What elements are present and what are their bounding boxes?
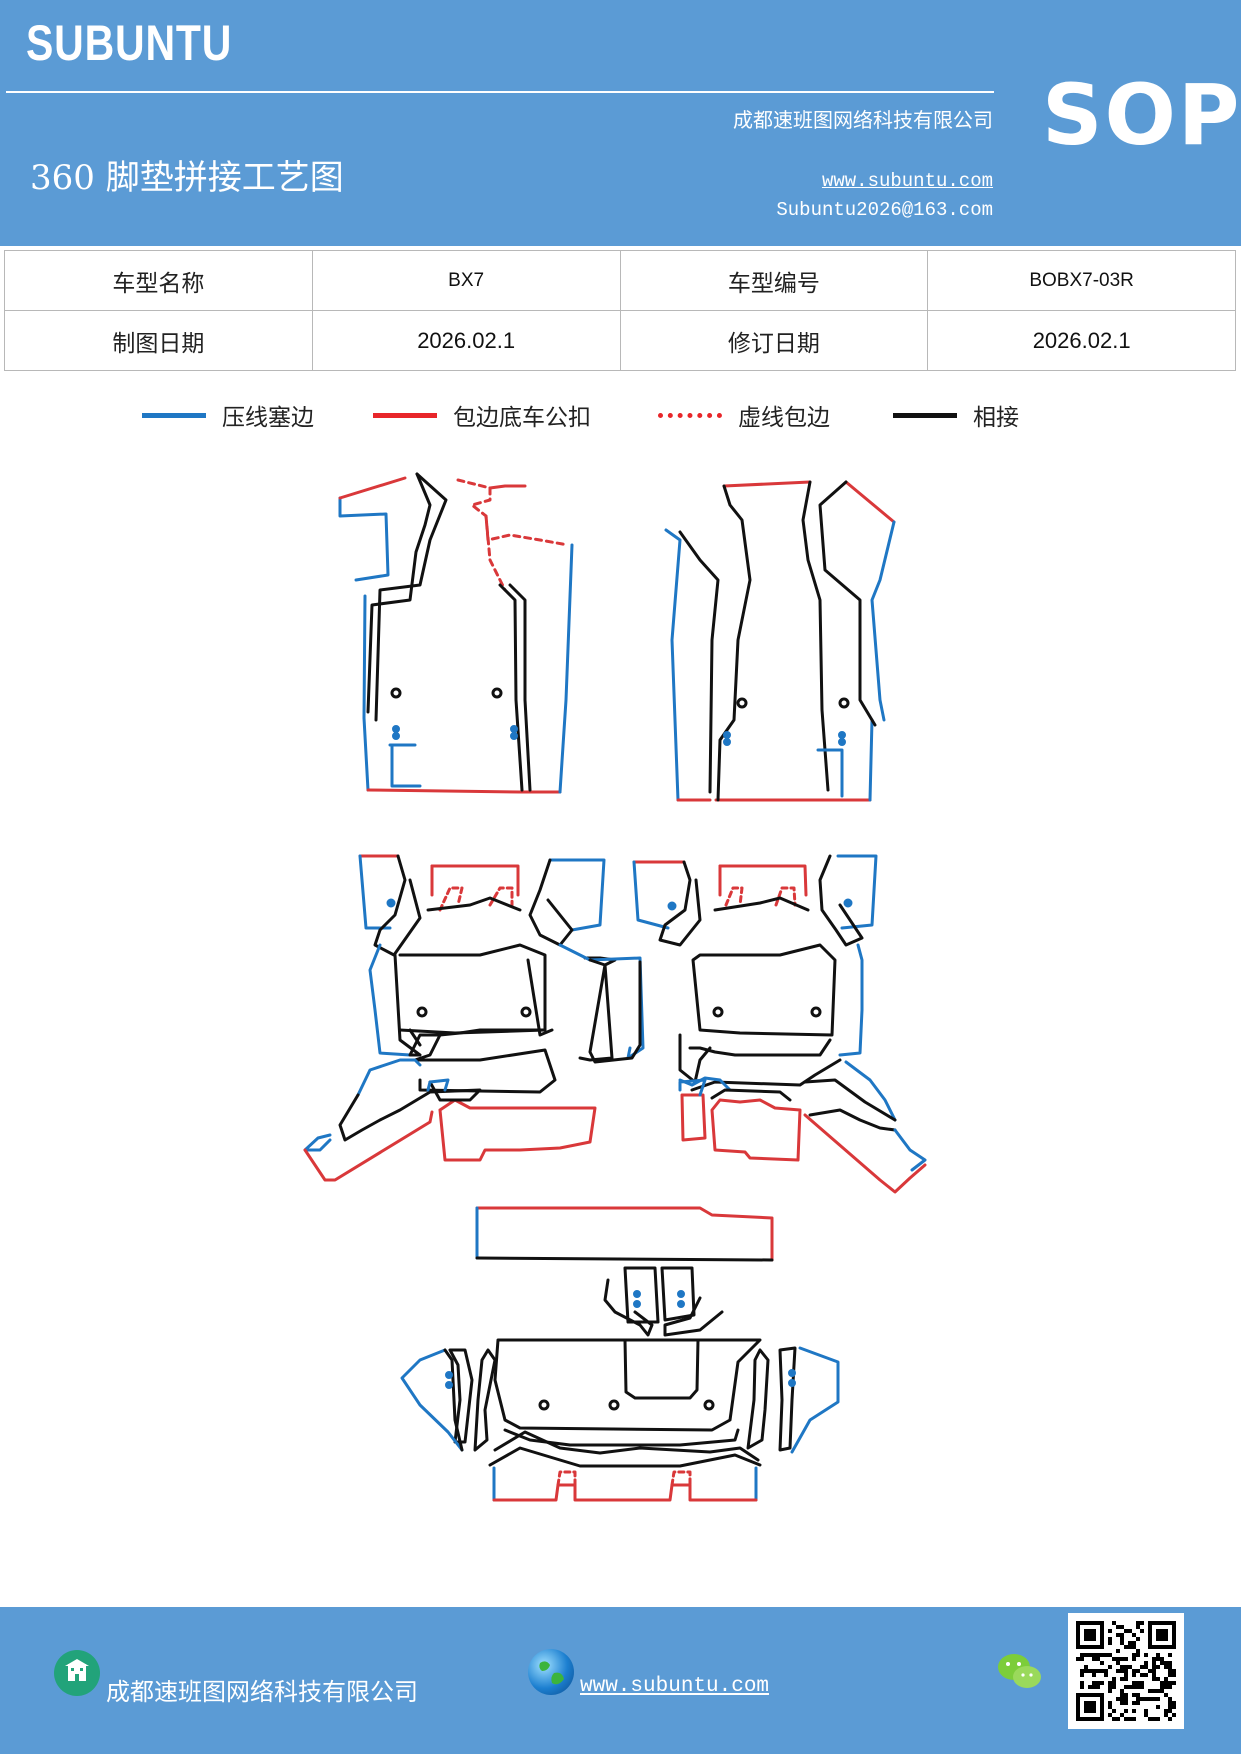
mat-front-left bbox=[338, 472, 574, 794]
brand-logo: SUBUNTU bbox=[26, 15, 233, 71]
legend-item-red: 包边底车公扣 bbox=[373, 398, 591, 432]
sop-badge: SOP bbox=[1042, 66, 1241, 164]
mat-rear bbox=[400, 1206, 840, 1502]
legend-label: 相接 bbox=[973, 405, 1019, 431]
revise-date-label: 修订日期 bbox=[619, 310, 929, 371]
mat-front-right bbox=[664, 480, 896, 802]
footer: 成都速班图网络科技有限公司 www.subuntu.com bbox=[0, 1607, 1241, 1754]
building-icon bbox=[54, 1650, 100, 1696]
draw-date-label: 制图日期 bbox=[4, 310, 313, 371]
table-row: 车型名称 BX7 车型编号 BOBX7-03R bbox=[4, 250, 1236, 311]
qr-code bbox=[1068, 1613, 1184, 1729]
legend-item-dotted: 虚线包边 bbox=[658, 398, 830, 432]
header: SUBUNTU 成都速班图网络科技有限公司 360 脚垫拼接工艺图 www.su… bbox=[0, 0, 1241, 246]
legend-item-black: 相接 bbox=[893, 398, 1019, 432]
model-name-label: 车型名称 bbox=[4, 250, 313, 311]
globe-icon bbox=[528, 1649, 574, 1695]
legend: 压线塞边 包边底车公扣 虚线包边 相接 bbox=[0, 398, 1241, 438]
info-table: 车型名称 BX7 车型编号 BOBX7-03R 制图日期 2026.02.1 修… bbox=[4, 250, 1236, 371]
header-divider bbox=[6, 91, 994, 93]
legend-swatch bbox=[373, 412, 437, 418]
company-name: 成都速班图网络科技有限公司 bbox=[733, 108, 993, 132]
wechat-icon[interactable] bbox=[996, 1651, 1044, 1693]
floor-mat-diagram bbox=[303, 472, 927, 1502]
revise-date-value: 2026.02.1 bbox=[927, 310, 1236, 371]
legend-label: 包边底车公扣 bbox=[453, 405, 591, 431]
model-code-value: BOBX7-03R bbox=[927, 250, 1236, 311]
model-code-label: 车型编号 bbox=[619, 250, 929, 311]
legend-item-blue: 压线塞边 bbox=[142, 398, 314, 432]
draw-date-value: 2026.02.1 bbox=[311, 310, 621, 371]
mat-middle-right bbox=[632, 854, 927, 1194]
legend-label: 压线塞边 bbox=[222, 405, 314, 431]
legend-swatch bbox=[142, 412, 206, 418]
footer-company: 成都速班图网络科技有限公司 bbox=[106, 1678, 418, 1706]
model-name-value: BX7 bbox=[311, 250, 621, 311]
page-title: 360 脚垫拼接工艺图 bbox=[30, 158, 344, 198]
email-text: Subuntu2026@163.com bbox=[776, 199, 993, 221]
legend-label: 虚线包边 bbox=[738, 405, 830, 431]
mat-middle-left bbox=[303, 854, 645, 1182]
legend-swatch bbox=[658, 412, 722, 418]
legend-swatch bbox=[893, 412, 957, 418]
footer-website-link[interactable]: www.subuntu.com bbox=[580, 1675, 770, 1698]
table-row: 制图日期 2026.02.1 修订日期 2026.02.1 bbox=[4, 310, 1236, 371]
website-link[interactable]: www.subuntu.com bbox=[821, 170, 993, 192]
